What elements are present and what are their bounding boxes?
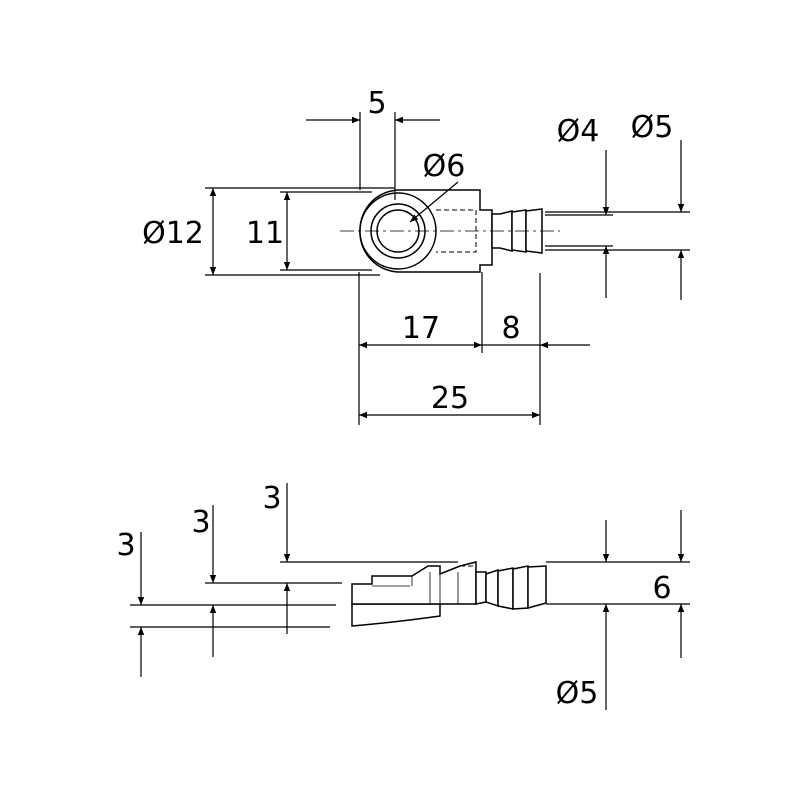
side-view-part [351,561,547,627]
dim-offset-b: 3 [191,505,217,657]
dim-tip-outer-label: Ø5 [631,110,674,145]
dim-barb-diameter: Ø5 [556,520,610,711]
dim-offset-c-label: 3 [262,481,281,516]
dim-tip-inner: Ø4 [545,114,613,298]
dim-offset-c: 3 [262,481,291,634]
dim-total-length-label: 25 [431,381,469,416]
dim-tip-outer: Ø5 [545,110,690,300]
dim-width-top-label: 5 [367,86,386,121]
top-view: 5 Ø6 Ø12 11 Ø4 [142,86,690,425]
dim-offset-a-label: 3 [116,528,135,563]
dim-width-top: 5 [306,86,440,200]
dim-outer-diameter: Ø12 [142,187,395,276]
dim-body-length-label: 17 [402,311,440,346]
dim-height-top: 11 [246,191,372,271]
dim-offset-b-label: 3 [191,505,210,540]
side-view: 3 3 3 6 Ø5 [116,481,690,711]
top-view-part [340,189,560,273]
dim-height-top-label: 11 [246,216,284,251]
dim-height-side: 6 [652,510,685,658]
dim-height-side-label: 6 [652,571,671,606]
dim-bore-label: Ø6 [423,149,466,184]
dim-barb-diameter-label: Ø5 [556,676,599,711]
dim-lengths: 17 8 25 [358,272,590,425]
dim-offset-a: 3 [116,528,145,677]
dim-bore: Ø6 [409,149,466,223]
side-view-extension-lines [130,561,690,628]
dim-barb-length-label: 8 [501,311,520,346]
dim-tip-inner-label: Ø4 [557,114,600,149]
dim-outer-diameter-label: Ø12 [142,216,204,251]
